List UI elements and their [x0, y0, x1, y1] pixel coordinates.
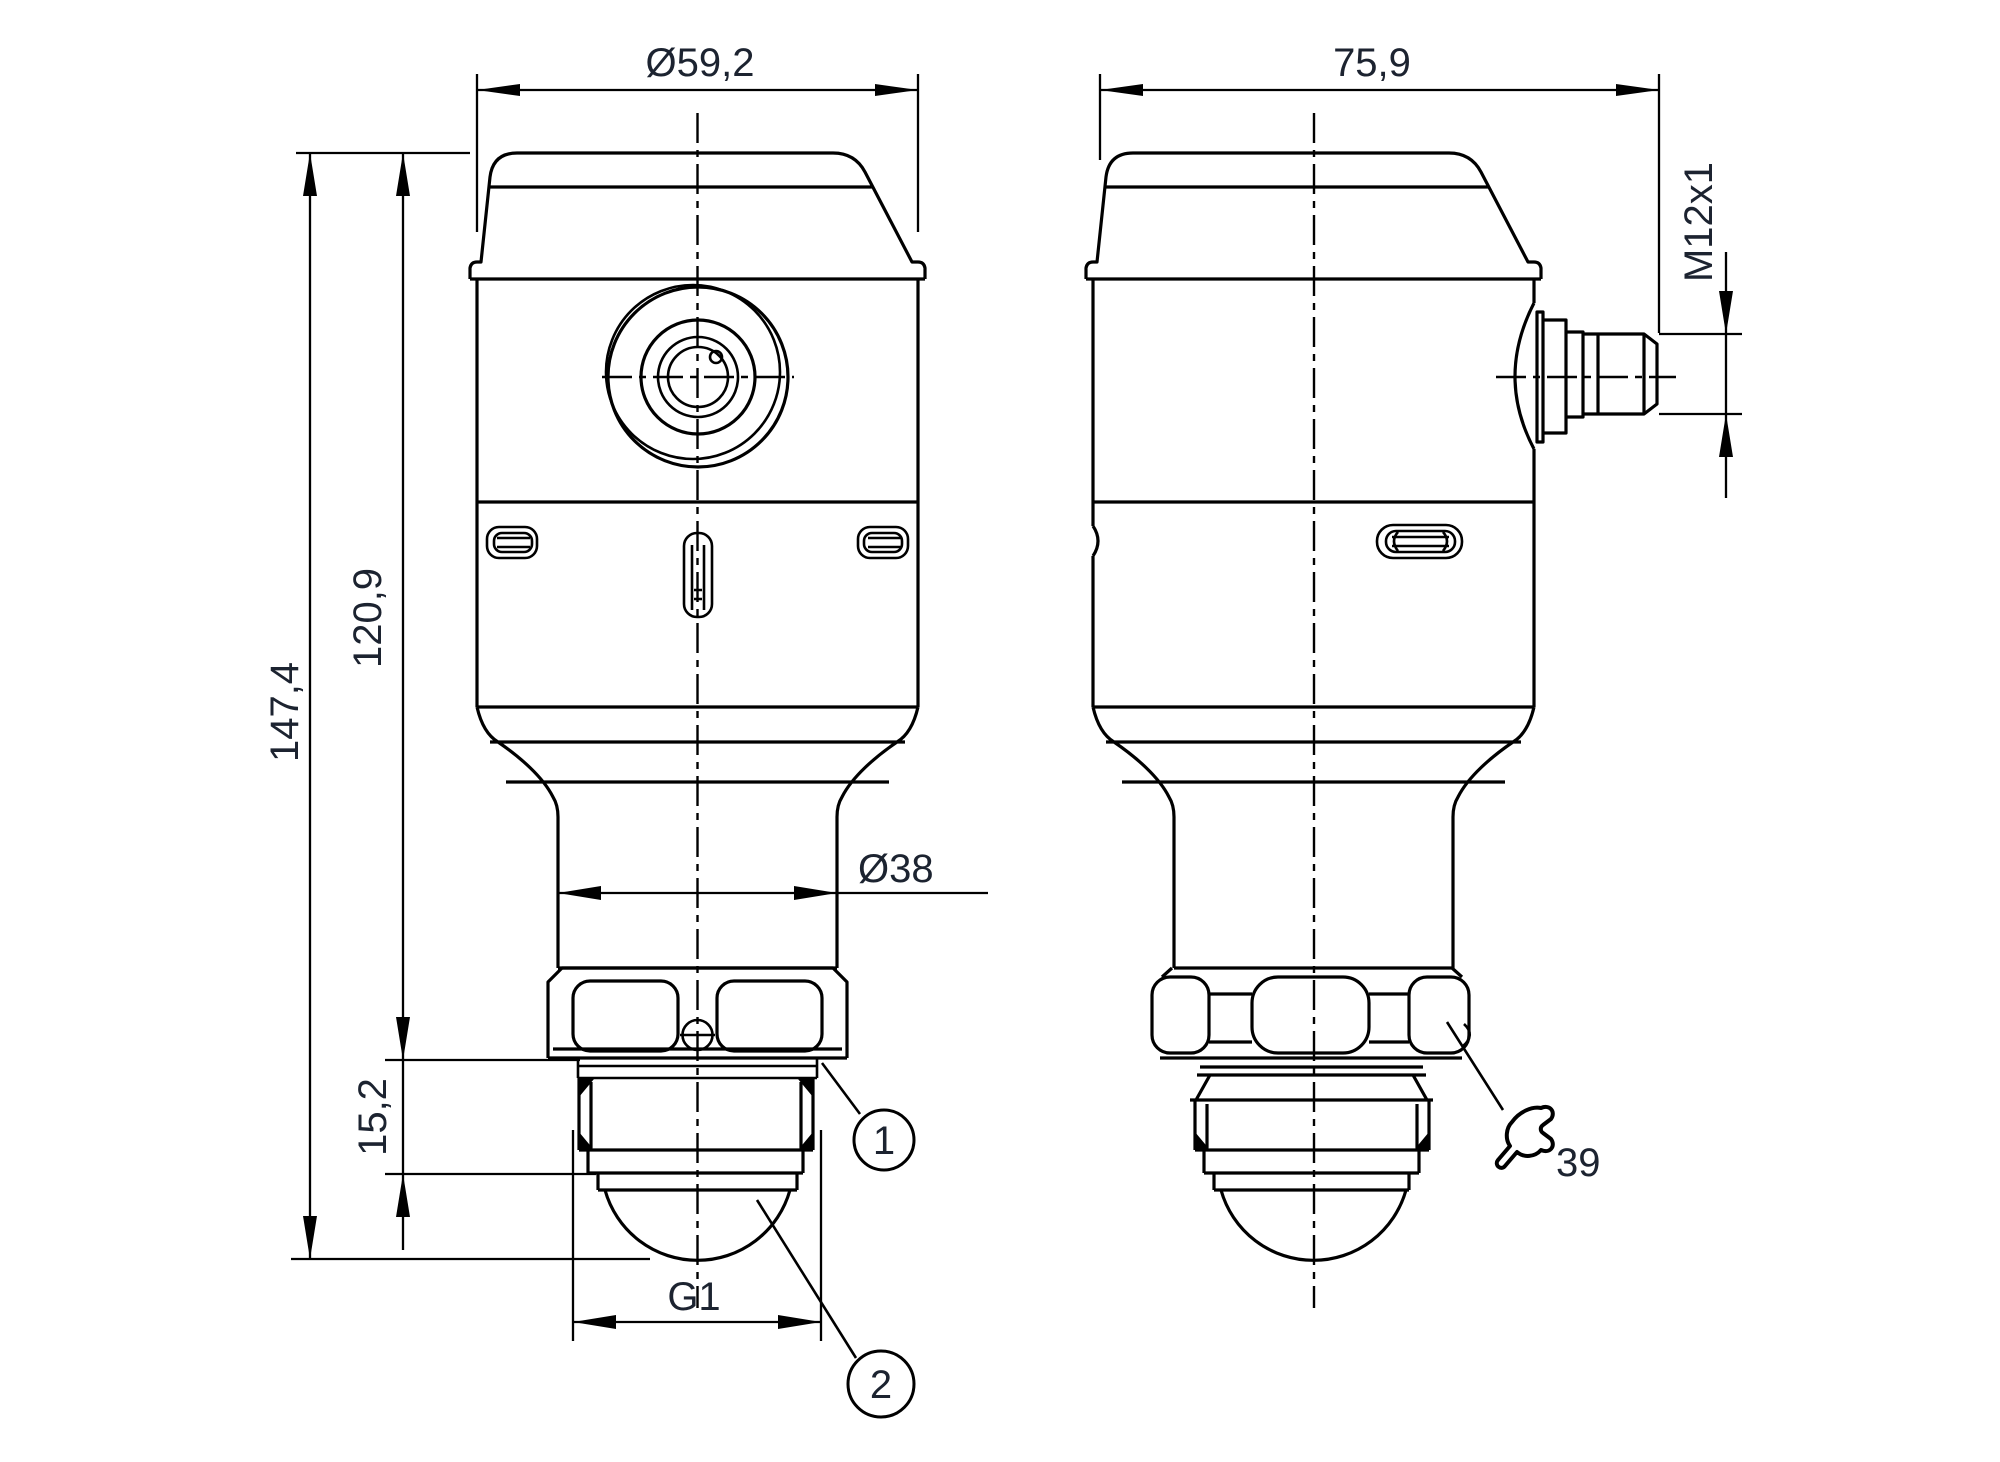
wrench-icon: [1494, 1105, 1555, 1170]
dim-connector-thread-lines: [1659, 252, 1742, 498]
lens-bezel-ring: [604, 283, 782, 461]
front-thread-lines: [577, 1078, 815, 1192]
dim-thread-length-label: 15,2: [351, 1078, 395, 1156]
wrench-leader: [1445, 1021, 1505, 1111]
dim-neck-diameter-label: Ø38: [858, 847, 934, 891]
dim-overall-height-lines: [291, 151, 650, 1261]
clamp-slot-left-lines: [497, 536, 530, 549]
callout-2: 2: [755, 1199, 916, 1419]
lens-dot: [708, 349, 724, 365]
side-hex-nut: [1150, 966, 1471, 1102]
dim-thread-length: 15,2: [351, 1060, 596, 1250]
dim-thread-length-lines: [385, 1060, 596, 1250]
dim-side-width-label: 75,9: [1333, 41, 1411, 85]
dim-head-diameter-lines: [475, 74, 920, 232]
side-nut-facet-right: [1407, 975, 1471, 1055]
callout-1-leader: [820, 1062, 862, 1115]
side-leader-hook: [1462, 1023, 1472, 1047]
wrench-size-label: 39: [1556, 1141, 1601, 1185]
dim-body-height: 120,9: [346, 153, 580, 1062]
side-nut-facet-left: [1150, 975, 1211, 1055]
front-thread-runout-marks: [579, 1079, 813, 1150]
side-slot-outer: [1375, 523, 1464, 560]
wrench-symbol: 39: [1445, 1021, 1601, 1185]
callout-1-label: 1: [873, 1119, 895, 1163]
side-slot-inner: [1384, 529, 1457, 554]
clamp-slot-left: [485, 525, 539, 560]
side-thread-lines: [1193, 1100, 1431, 1192]
clamp-slot-right-lines: [868, 536, 901, 549]
dim-overall-height-label: 147,4: [263, 662, 307, 762]
clamp-slot-right-inner: [862, 531, 904, 554]
dim-arrowheads: [1719, 291, 1733, 457]
m12-connector: [1496, 310, 1676, 444]
side-nut-edges: [1160, 966, 1464, 1102]
side-thread-runout-marks: [1195, 1132, 1429, 1150]
front-view: [468, 113, 927, 1308]
side-clamp-slot: [1375, 523, 1464, 560]
dim-head-diameter-label: Ø59,2: [646, 41, 755, 85]
side-view: [1084, 113, 1676, 1308]
dim-process-connection-label: G1: [667, 1275, 720, 1319]
side-slot-lines: [1392, 531, 1449, 552]
dim-side-width: 75,9: [1098, 41, 1661, 333]
clamp-slot-left-inner: [492, 531, 534, 554]
dim-connector-thread-label: M12x1: [1677, 162, 1721, 282]
callout-2-leader: [755, 1199, 858, 1359]
dim-head-diameter: Ø59,2: [475, 41, 920, 232]
callout-2-label: 2: [870, 1363, 892, 1407]
dim-connector-thread: M12x1: [1659, 162, 1742, 498]
center-screw-slot-inner: [690, 545, 706, 610]
dim-neck-diameter: Ø38: [558, 847, 988, 900]
front-nut-facet-right: [715, 979, 824, 1053]
dim-body-height-lines: [385, 153, 580, 1062]
front-nut-facet-left: [571, 979, 680, 1053]
dim-body-height-label: 120,9: [346, 568, 390, 668]
callout-1: 1: [820, 1062, 916, 1172]
dim-arrowheads: [396, 1174, 410, 1217]
clamp-slot-right: [856, 525, 910, 560]
callout-1-circle: [852, 1108, 916, 1172]
front-washer-lines: [576, 1058, 819, 1080]
side-nut-facet-center: [1250, 975, 1371, 1055]
dim-side-width-lines: [1098, 74, 1661, 333]
dim-overall-height: 147,4: [263, 151, 650, 1261]
callout-2-circle: [846, 1349, 916, 1419]
dim-process-connection: G1: [571, 1130, 823, 1341]
